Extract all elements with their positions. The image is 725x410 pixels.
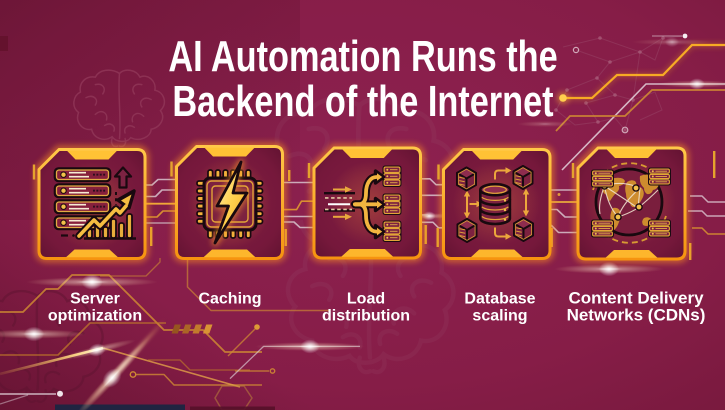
svg-text:distribution: distribution [322, 308, 410, 325]
svg-text:Database: Database [464, 291, 535, 308]
svg-text:Content Delivery: Content Delivery [568, 289, 704, 308]
svg-text:Server: Server [70, 291, 120, 308]
svg-text:optimization: optimization [48, 308, 142, 325]
svg-text:AI Automation Runs the: AI Automation Runs the [168, 32, 557, 81]
svg-text:scaling: scaling [472, 308, 527, 325]
svg-text:Caching: Caching [198, 291, 261, 308]
svg-text:Backend of the Internet: Backend of the Internet [172, 77, 553, 126]
svg-text:Networks (CDNs): Networks (CDNs) [567, 306, 706, 325]
svg-text:Load: Load [347, 291, 385, 308]
